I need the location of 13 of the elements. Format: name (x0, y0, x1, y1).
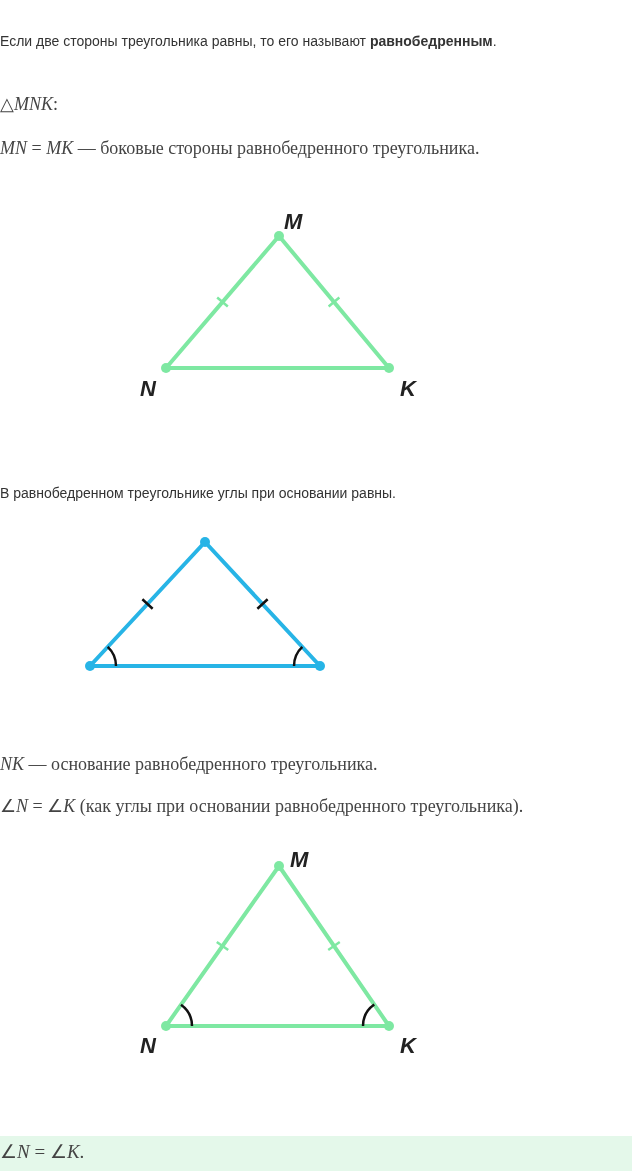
math-text: NK — основание равнобедренного треугольника. (0, 753, 378, 776)
vertex-label: K (400, 375, 416, 403)
definition-text: Если две стороны треугольника равны, то его называют равнобедренным. (0, 33, 497, 51)
vertex-label: M (284, 208, 303, 236)
vertex-label: N (140, 375, 156, 403)
vertex-label: K (400, 1032, 416, 1060)
conclusion-text: ∠N = ∠K. (0, 1140, 85, 1164)
vertex-label: M (290, 846, 309, 874)
math-text: ∠N = ∠K (как углы при основании равнобедренного треугольника). (0, 795, 524, 818)
vertex-label: N (140, 1032, 156, 1060)
math-text: MN = MK — боковые стороны равнобедренного треугольника. (0, 137, 480, 160)
statement-text: В равнобедренном треугольнике углы при основании равны. (0, 485, 396, 503)
math-text: △MNK: (0, 93, 59, 116)
